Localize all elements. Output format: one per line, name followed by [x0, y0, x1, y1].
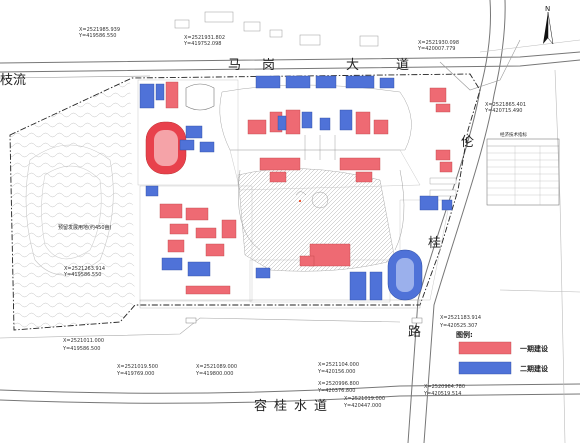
- coord-6-x: X=2521183.914: [440, 315, 481, 321]
- coord-10-x: X=2520996.800: [318, 381, 359, 387]
- west-road-fragment: 枝流: [0, 73, 26, 88]
- coord-2-x: X=2521930.098: [418, 40, 459, 46]
- legend-title: 图例:: [456, 330, 473, 339]
- coordinate-labels: X=2521931.802 Y=419752.098 X=2521985.939…: [62, 27, 526, 409]
- coord-1-y: Y=419586.550: [78, 33, 116, 39]
- legend-swatch-phase2: [458, 361, 512, 375]
- phase2-buildings: [139, 75, 453, 301]
- east-road-char-2: 桂: [428, 236, 441, 251]
- coord-3-x: X=2521865.401: [485, 102, 526, 108]
- sports-field-west: [145, 83, 215, 175]
- legend-label-phase1: 一期建设: [520, 344, 549, 353]
- site-boundary: [9, 73, 481, 331]
- coord-5-y: Y=419586.500: [62, 346, 100, 352]
- south-road-char-1: 容: [254, 398, 267, 414]
- north-road-char-2: 岗: [262, 58, 275, 73]
- buildings-north-of-road: [174, 11, 379, 47]
- coord-10-y: Y=420376.800: [317, 388, 355, 394]
- coord-12-x: X=2520964.780: [424, 384, 465, 390]
- south-road-char-3: 水: [294, 399, 307, 414]
- reserve-land-label: 预留发展用地(约450亩): [58, 224, 111, 231]
- compass-letter: N: [545, 5, 550, 13]
- coord-0-x: X=2521931.802: [184, 35, 225, 41]
- legend-label-phase2: 二期建设: [520, 364, 549, 373]
- coord-1-x: X=2521985.939: [79, 27, 120, 33]
- coord-4-y: Y=419586.550: [63, 272, 101, 278]
- coord-0-y: Y=419752.098: [183, 41, 221, 47]
- coord-8-y: Y=419800.000: [195, 371, 233, 377]
- indicator-table: 经济技术指标: [486, 131, 560, 206]
- coord-6-y: Y=420525.307: [439, 323, 477, 329]
- coord-5-x: X=2521011.000: [63, 338, 104, 344]
- north-road-char-4: 道: [396, 58, 409, 73]
- coord-4-x: X=2521263.914: [64, 266, 105, 272]
- reserve-land: [10, 78, 135, 330]
- coord-11-y: Y=420447.000: [343, 403, 381, 409]
- plaza-paths: [238, 135, 405, 251]
- coord-7-y: Y=419769.000: [116, 371, 154, 377]
- legend-swatch-phase1: [458, 341, 512, 355]
- sports-field-east: [387, 249, 423, 301]
- south-road-char-2: 桂: [274, 399, 287, 414]
- road-labels: 马 岗 大 道 伦 桂 路 容 桂 水 道 枝流: [0, 58, 474, 414]
- coord-2-y: Y=420007.779: [417, 46, 455, 52]
- coord-7-x: X=2521019.500: [117, 364, 158, 370]
- coord-3-y: Y=420715.490: [484, 108, 522, 114]
- coord-12-y: Y=420519.514: [423, 391, 461, 397]
- north-road-char-1: 马: [228, 58, 241, 73]
- coord-9-y: Y=420156.000: [317, 369, 355, 375]
- entrance-markers: [185, 177, 457, 324]
- east-road-char-1: 伦: [461, 135, 474, 150]
- east-road-char-3: 路: [408, 324, 421, 340]
- south-road-char-4: 道: [314, 399, 327, 414]
- table-title: 经济技术指标: [500, 131, 527, 138]
- compass-icon: N: [543, 5, 554, 45]
- north-road-char-3: 大: [346, 58, 359, 73]
- coord-9-x: X=2521104.000: [318, 362, 359, 368]
- coord-8-x: X=2521089.000: [196, 364, 237, 370]
- phase1-buildings: [159, 81, 453, 295]
- legend: 图例: 一期建设 二期建设: [456, 330, 549, 375]
- coord-11-x: X=2521019.000: [344, 396, 385, 402]
